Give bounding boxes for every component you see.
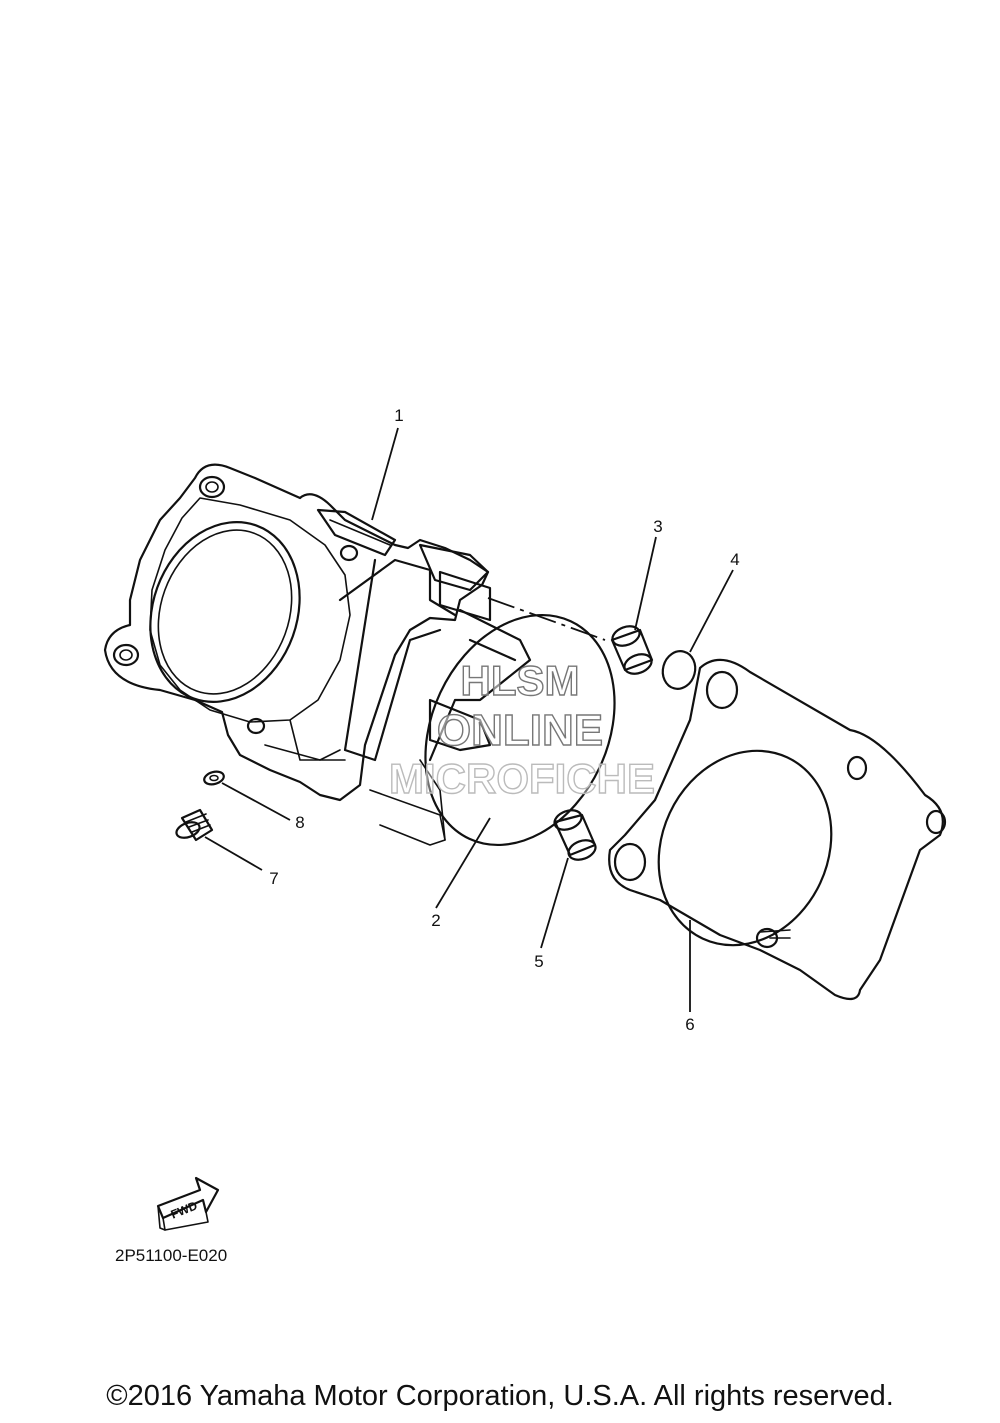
watermark-line-1: HLSM xyxy=(461,657,580,704)
callout-5: 5 xyxy=(534,952,543,971)
callout-4: 4 xyxy=(730,550,739,569)
callout-2: 2 xyxy=(431,911,440,930)
watermark: HLSM ONLINE MICROFICHE xyxy=(388,656,655,802)
callout-1: 1 xyxy=(394,406,403,425)
fwd-arrow-icon: FWD xyxy=(156,1176,220,1231)
diagram-part-code: 2P51100-E020 xyxy=(115,1246,228,1265)
washer xyxy=(203,770,225,786)
cylinder-block xyxy=(103,463,606,846)
leader-lines xyxy=(204,427,734,1012)
dowel-pin-upper xyxy=(610,625,654,675)
callout-6: 6 xyxy=(685,1015,694,1034)
o-ring xyxy=(661,650,697,690)
head-gasket-round xyxy=(424,613,616,847)
copyright-notice: ©2016 Yamaha Motor Corporation, U.S.A. A… xyxy=(106,1380,894,1412)
watermark-line-2: ONLINE xyxy=(437,706,603,755)
watermark-line-3: MICROFICHE xyxy=(389,755,655,802)
fwd-label: FWD xyxy=(169,1198,200,1221)
callout-8: 8 xyxy=(295,813,304,832)
callout-3: 3 xyxy=(653,517,662,536)
callout-7: 7 xyxy=(269,869,278,888)
callouts: 1 2 3 4 5 6 7 8 xyxy=(269,406,739,1034)
bolt xyxy=(175,808,214,842)
dowel-pin-lower xyxy=(553,809,597,861)
base-gasket xyxy=(608,658,947,1001)
